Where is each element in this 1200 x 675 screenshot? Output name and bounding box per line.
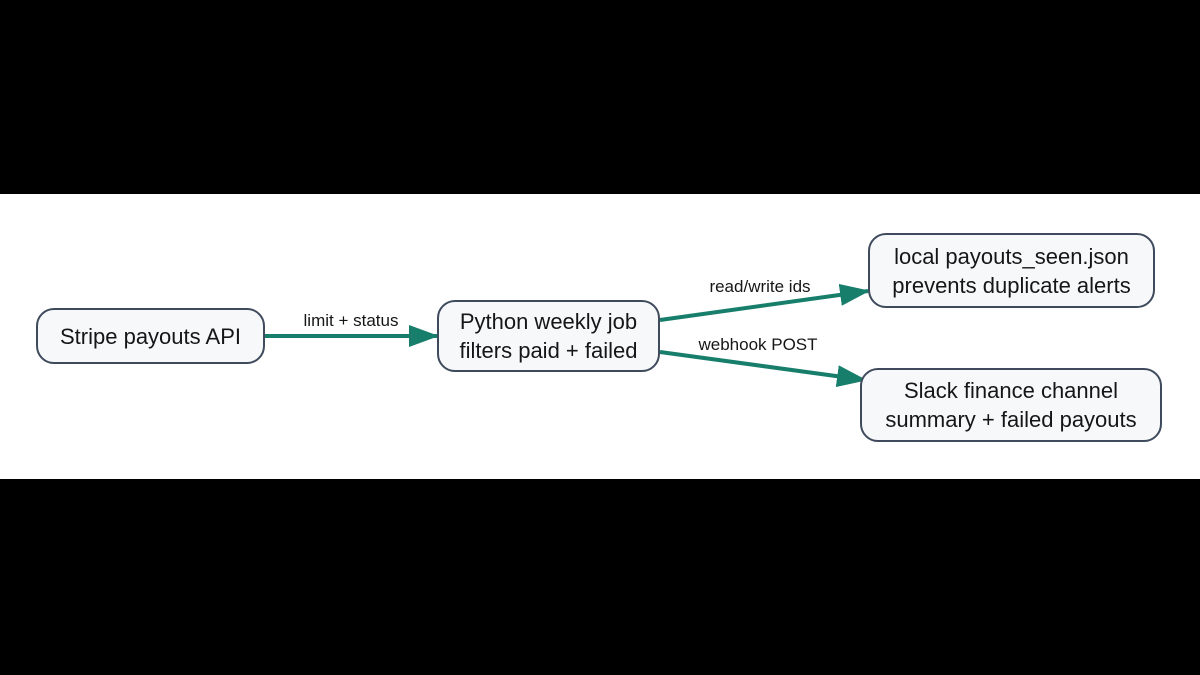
edge-webhook-post-arrow — [659, 350, 867, 388]
node-slack-finance-channel: Slack finance channel summary + failed p… — [860, 368, 1162, 442]
node-label-line: summary + failed payouts — [885, 407, 1137, 432]
node-payouts-seen-store: local payouts_seen.json prevents duplica… — [868, 233, 1155, 308]
node-python-weekly-job: Python weekly job filters paid + failed — [437, 300, 660, 372]
node-label-line: Stripe payouts API — [60, 323, 241, 349]
node-label-line: Slack finance channel — [903, 378, 1119, 403]
node-label-line: Python weekly job — [459, 309, 638, 334]
edges-layer — [265, 283, 870, 388]
node-label-line: local payouts_seen.json — [894, 243, 1129, 269]
node-label-line: filters paid + failed — [459, 338, 638, 363]
edge-label-read-write-ids: read/write ids — [709, 277, 811, 296]
edge-label-limit-status: limit + status — [303, 311, 399, 330]
node-stripe-payouts-api: Stripe payouts API — [36, 308, 265, 364]
edge-label-webhook-post: webhook POST — [698, 335, 818, 354]
node-label-line: prevents duplicate alerts — [892, 272, 1131, 298]
edge-read-write-ids-arrow — [659, 283, 870, 322]
diagram-canvas: Stripe payouts API Python weekly job fil… — [0, 194, 1200, 479]
